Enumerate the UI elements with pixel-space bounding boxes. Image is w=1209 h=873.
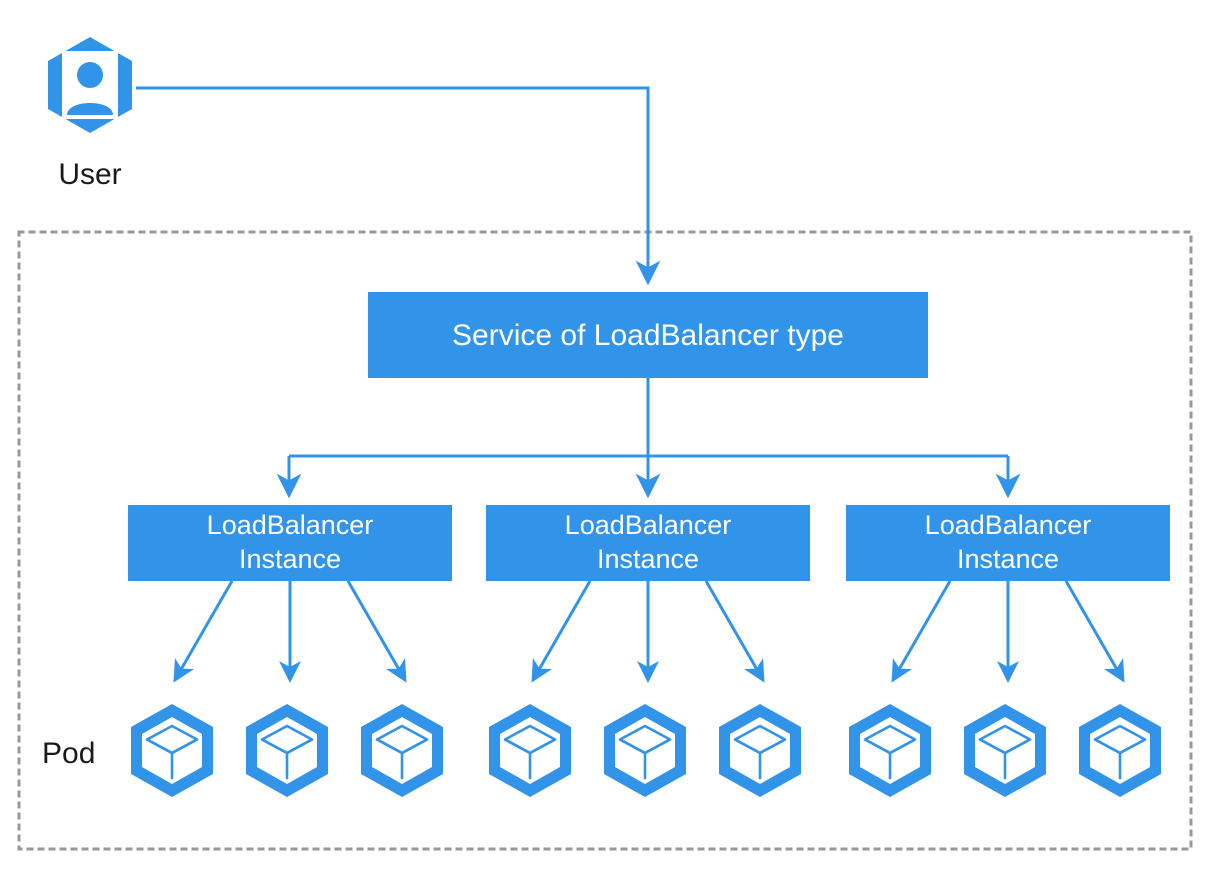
loadbalancer-box-3[interactable] [846,505,1170,581]
pod-node-2[interactable] [244,702,330,799]
pod-cube-hexagon-icon [359,702,445,799]
edge-lb2-to-pod6 [704,580,765,683]
pod-row-label: Pod [42,737,95,770]
loadbalancer-label-3-line2: Instance [957,544,1059,574]
cluster-boundary [17,230,1193,851]
loadbalancer-label-2-line1: LoadBalancer [565,510,732,540]
loadbalancer-label-3-line1: LoadBalancer [925,510,1092,540]
pod-cube-hexagon-icon [717,702,803,799]
edge-lb3-to-pod9 [1064,580,1125,683]
edge-lb1-to-pod3 [346,580,407,683]
pod-cube-hexagon-icon [847,702,933,799]
pod-cube-hexagon-icon [129,702,215,799]
loadbalancer-label-1-line2: Instance [239,544,341,574]
pod-node-4[interactable] [487,702,573,799]
pod-node-9[interactable] [1077,702,1163,799]
edge-lb2-to-pod4 [531,580,592,683]
pod-cube-hexagon-icon [962,702,1048,799]
user-hexagon-icon [48,37,132,133]
pod-node-5[interactable] [602,702,688,799]
pod-cube-hexagon-icon [1077,702,1163,799]
loadbalancer-node-3[interactable]: LoadBalancer Instance [846,505,1170,581]
pod-node-6[interactable] [717,702,803,799]
pod-node-3[interactable] [359,702,445,799]
loadbalancer-label-2-line2: Instance [597,544,699,574]
edge-user-to-service [136,86,661,286]
pod-node-1[interactable] [129,702,215,799]
loadbalancer-node-1[interactable]: LoadBalancer Instance [128,505,452,581]
pod-cube-hexagon-icon [244,702,330,799]
edge-lb3-to-pod7 [891,580,952,683]
edge-lb1-to-pod1 [173,580,234,683]
loadbalancer-box-2[interactable] [486,505,810,581]
user-node[interactable] [48,37,132,133]
pod-node-8[interactable] [962,702,1048,799]
user-label: User [58,158,121,191]
service-label: Service of LoadBalancer type [452,319,844,352]
pod-cube-hexagon-icon [602,702,688,799]
loadbalancer-label-1-line1: LoadBalancer [207,510,374,540]
loadbalancer-box-1[interactable] [128,505,452,581]
pod-cube-hexagon-icon [487,702,573,799]
pod-node-7[interactable] [847,702,933,799]
loadbalancer-node-2[interactable]: LoadBalancer Instance [486,505,810,581]
service-node[interactable]: Service of LoadBalancer type [368,292,928,378]
service-box[interactable] [368,292,928,378]
